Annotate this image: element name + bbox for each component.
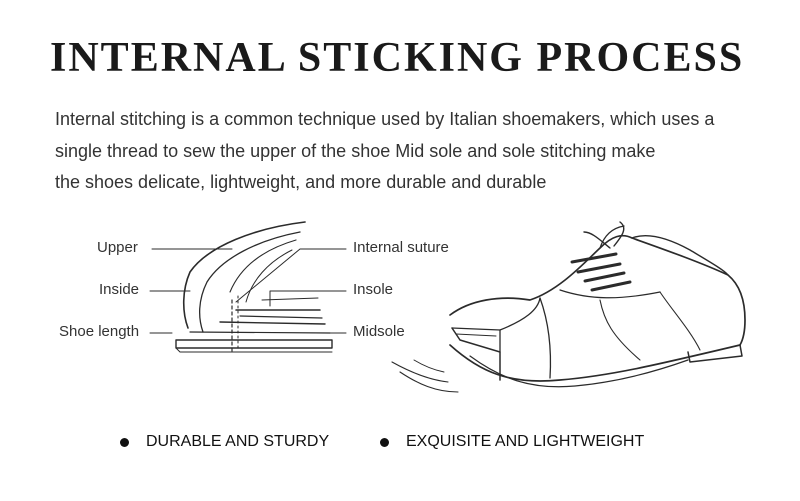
label-internal-suture: Internal suture	[353, 239, 449, 256]
label-shoe-length: Shoe length	[59, 323, 140, 340]
cross-section-diagram	[149, 221, 347, 353]
leader-insole	[269, 290, 347, 307]
description-line: the shoes delicate, lightweight, and mor…	[55, 172, 547, 192]
description-line: single thread to sew the upper of the sh…	[55, 140, 656, 161]
feature-item: EXQUISITE AND LIGHTWEIGHT	[380, 433, 644, 451]
label-inside: Inside	[99, 281, 140, 298]
label-upper: Upper	[97, 239, 138, 256]
feature-item: DURABLE AND STURDY	[120, 433, 329, 451]
bullet-dot-icon	[120, 437, 129, 447]
feature-label: DURABLE AND STURDY	[146, 433, 330, 450]
label-insole: Insole	[353, 281, 394, 298]
page-title: INTERNAL STICKING PROCESS	[50, 35, 745, 81]
label-midsole: Midsole	[353, 323, 405, 340]
shoe-sketch	[391, 221, 746, 393]
description: Internal stitching is a common technique…	[55, 104, 755, 199]
description-line: Internal stitching is a common technique…	[55, 109, 715, 129]
feature-label: EXQUISITE AND LIGHTWEIGHT	[406, 433, 645, 450]
bullet-dot-icon	[380, 437, 389, 447]
leader-internal-suture	[235, 248, 347, 303]
